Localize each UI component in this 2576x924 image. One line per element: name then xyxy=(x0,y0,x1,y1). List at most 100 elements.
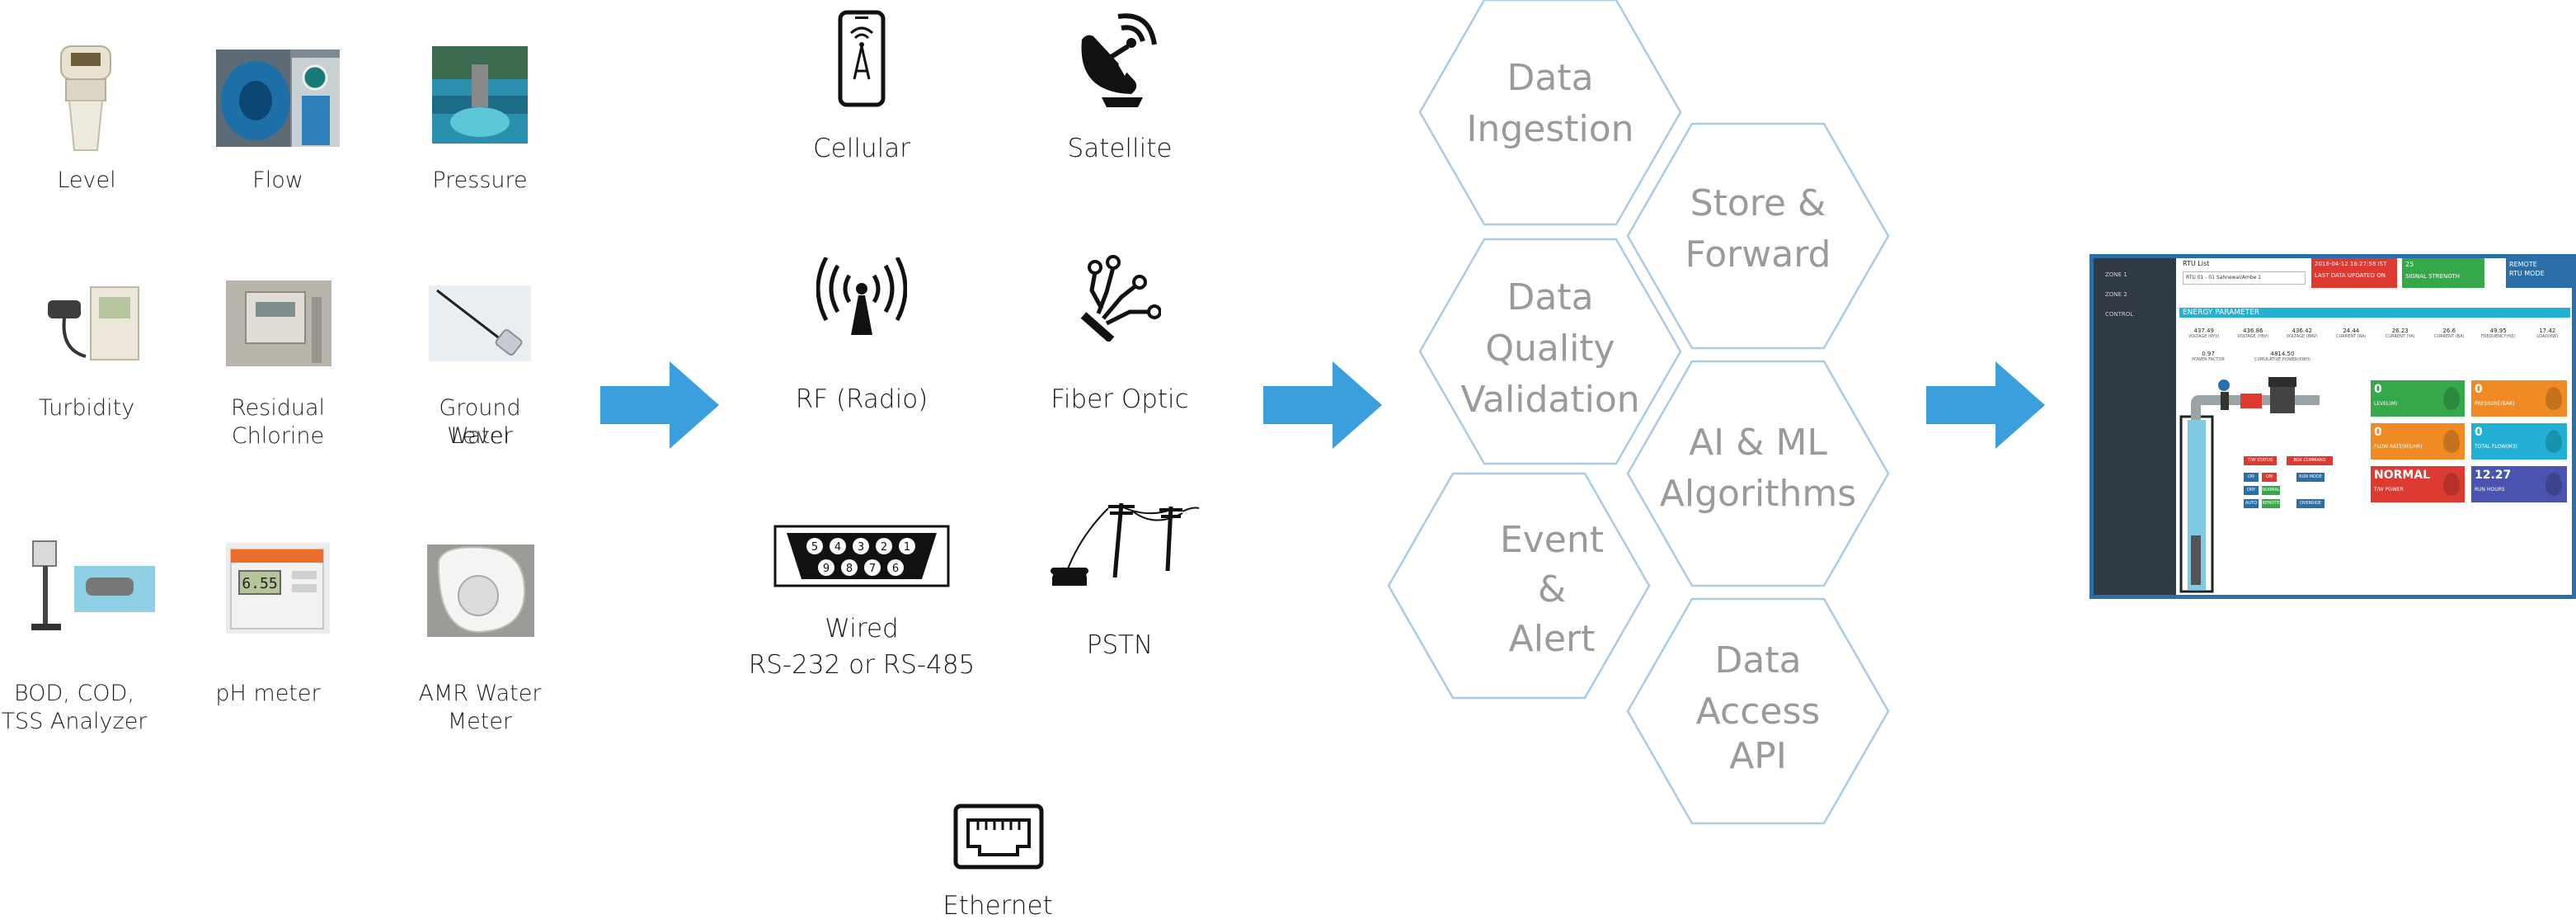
on-button-1[interactable]: ON xyxy=(2244,473,2259,482)
comm-label-wired-2: RS-232 or RS-485 xyxy=(748,650,975,680)
box-command-button[interactable]: BOX COMMAND xyxy=(2287,456,2333,465)
normal-button[interactable]: NORMAL xyxy=(2262,486,2280,495)
sidebar-item-zone-1[interactable]: ZONE 1 xyxy=(2105,271,2127,278)
tile-label: LEVEL(M) xyxy=(2374,401,2398,407)
energy-value: 436.42 xyxy=(2292,328,2313,334)
pressure-sensor-image xyxy=(432,46,528,144)
droplet-icon xyxy=(2545,387,2562,410)
rs232-pin-1: 1 xyxy=(904,541,910,554)
energy-label: VOLTAGE (RYV) xyxy=(2188,334,2220,339)
dashboard-sidebar: ZONE 1 ZONE 2 CONTROL xyxy=(2094,258,2176,595)
flow-arrow-2 xyxy=(1263,361,1382,449)
signal-card: 25 SIGNAL STRENGTH xyxy=(2402,258,2484,288)
flow-arrow-3 xyxy=(1926,361,2045,449)
rs232-pin-2: 2 xyxy=(881,541,887,554)
sidebar-item-zone-2[interactable]: ZONE 2 xyxy=(2105,291,2127,298)
rs232-pin-3: 3 xyxy=(858,541,864,554)
energy-label: CURRENT (BA) xyxy=(2434,334,2465,339)
hex-ai-ml xyxy=(1626,360,1890,587)
remote-button[interactable]: REMOTE xyxy=(2262,499,2280,508)
sensor-label-flow: Flow xyxy=(252,167,303,193)
energy-parameter-header: ENERGY PARAMETER xyxy=(2179,308,2570,318)
fiber-optic-icon xyxy=(1079,252,1161,342)
hex-label-store-1: Store & xyxy=(1690,182,1826,224)
tile-label: PRESSURE(BAR) xyxy=(2475,401,2515,407)
dashboard-frame: ZONE 1 ZONE 2 CONTROL RTU List RTU 01 - … xyxy=(2094,258,2572,595)
dry-button[interactable]: DRY xyxy=(2244,486,2259,495)
remote-value: REMOTE xyxy=(2509,261,2537,268)
tile-value: 0 xyxy=(2475,383,2483,396)
hex-label-event-3: Alert xyxy=(1508,618,1596,660)
energy-value: 4814.50 xyxy=(2270,351,2295,357)
rs232-pin-6: 6 xyxy=(892,563,899,575)
energy-label: CUMULATIVE POWER(KWH) xyxy=(2254,357,2310,362)
metric-tile-pressure: 0 PRESSURE(BAR) xyxy=(2471,380,2567,417)
energy-label: VOLTAGE (YBV) xyxy=(2237,334,2269,339)
comm-label-rf: RF (Radio) xyxy=(795,384,928,414)
sidebar-item-control[interactable]: CONTROL xyxy=(2105,311,2134,318)
comm-label-ethernet: Ethernet xyxy=(942,891,1053,921)
override-button[interactable]: OVERRIDE xyxy=(2296,499,2325,508)
ph-display-value: 6.55 xyxy=(242,575,277,592)
hex-label-store-2: Forward xyxy=(1685,233,1831,276)
groundwater-sensor-image xyxy=(429,285,531,361)
hex-event-alert xyxy=(1387,472,1651,700)
sensor-label-chlorine-2: Chlorine xyxy=(231,423,325,449)
tile-value: NORMAL xyxy=(2374,469,2431,482)
rtu-select[interactable]: RTU 01 - 01 Sahnewal/Ambe 1 xyxy=(2183,271,2306,285)
ph-meter-image: 6.55 xyxy=(226,543,330,634)
auto-button[interactable]: AUTO xyxy=(2244,499,2259,508)
control-button-grid: T/W STATUS BOX COMMAND ON ON DRY NORMAL … xyxy=(2239,456,2338,539)
signal-label: SIGNAL STRENGTH xyxy=(2405,273,2461,280)
hex-label-ingestion-1: Data xyxy=(1507,57,1594,99)
energy-label: FREQUENCY(HZ) xyxy=(2480,334,2516,339)
metric-tile-level: 0 LEVEL(M) xyxy=(2371,380,2465,417)
hex-store-forward xyxy=(1626,122,1890,350)
energy-value: 0.97 xyxy=(2202,351,2215,357)
dashboard-screenshot: ZONE 1 ZONE 2 CONTROL RTU List RTU 01 - … xyxy=(2089,254,2576,599)
hex-label-api-3: API xyxy=(1729,735,1787,777)
cellular-icon xyxy=(838,10,886,107)
energy-value: 437.49 xyxy=(2193,328,2215,334)
hex-ingestion xyxy=(1418,0,1682,226)
comm-label-satellite: Satellite xyxy=(1067,134,1173,163)
rs232-pin-4: 4 xyxy=(834,541,841,554)
energy-value: 436.86 xyxy=(2243,328,2263,334)
sensor-label-level: Level xyxy=(57,167,116,193)
rs232-pins-bottom: 9 8 7 6 xyxy=(818,559,904,576)
tile-label: RUN HOURS xyxy=(2475,487,2505,493)
hex-label-ingestion-2: Ingestion xyxy=(1466,108,1634,150)
run-mode-button[interactable]: RUN MODE xyxy=(2296,473,2325,482)
energy-label: VOLTAGE (BRV) xyxy=(2286,334,2318,339)
hex-label-quality-2: Quality xyxy=(1485,328,1615,370)
sensor-label-groundwater-2: Level xyxy=(450,423,510,449)
remote-label: RTU MODE xyxy=(2509,270,2545,277)
sensor-label-amr-1: AMR Water xyxy=(418,681,542,706)
energy-value: 26.23 xyxy=(2391,328,2409,334)
tile-label: TOTAL FLOW(M3) xyxy=(2475,444,2517,450)
metric-tile-flow-rate: 0 FLOW RATE(M3/HR) xyxy=(2371,423,2465,460)
rs232-connector-icon: 5 4 3 2 1 9 8 7 6 xyxy=(773,525,950,587)
satellite-icon xyxy=(1077,12,1158,109)
sensor-label-ph: pH meter xyxy=(215,681,321,706)
tw-status-button[interactable]: T/W STATUS xyxy=(2244,456,2277,465)
hex-label-event-1: Event xyxy=(1499,519,1605,561)
pump-schematic xyxy=(2179,370,2364,595)
energy-label: LOAD(KW) xyxy=(2536,334,2559,339)
hex-label-event-2: & xyxy=(1537,568,1567,610)
comm-label-pstn: PSTN xyxy=(1086,630,1154,660)
hex-label-ai-2: Algorithms xyxy=(1659,473,1857,515)
flow-arrow-1 xyxy=(600,361,719,449)
level-sensor-image xyxy=(48,43,124,155)
metric-tile-total-flow: 0 TOTAL FLOW(M3) xyxy=(2471,423,2567,460)
on-button-2[interactable]: ON xyxy=(2262,473,2277,482)
last-data-value: 2018-04-12 16:27:58 IST xyxy=(2315,261,2387,267)
